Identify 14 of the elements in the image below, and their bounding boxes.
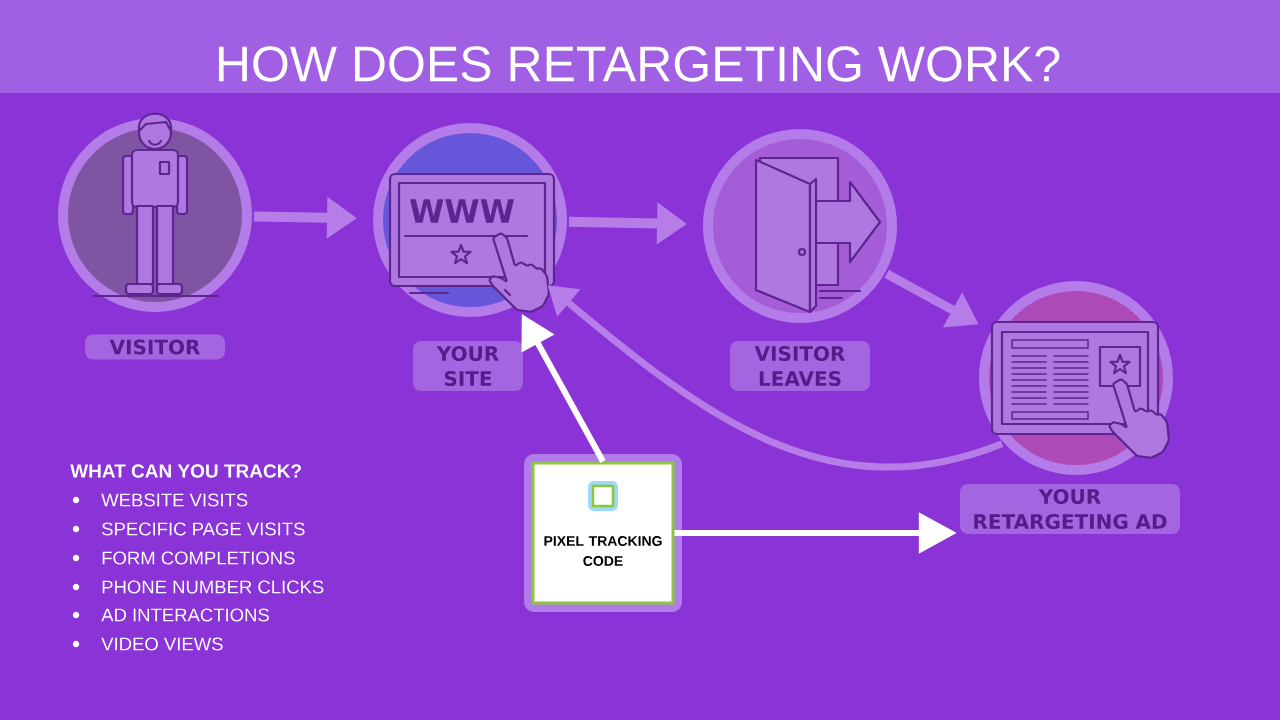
step-label: YOUR SITE [413, 340, 523, 392]
tracking-box: PIXEL TRACKING CODE [524, 454, 682, 612]
list-item: SPECIFIC PAGE VISITS [102, 522, 305, 536]
list-heading: WHAT CAN YOU TRACK? [70, 464, 301, 478]
list-item: VIDEO VIEWS [101, 637, 223, 651]
step-label: VISITOR LEAVES [730, 340, 870, 392]
list-item: PHONE NUMBER CLICKS [102, 580, 324, 594]
title: HOW DOES RETARGETING WORK? [218, 46, 1060, 82]
step-label: VISITOR [85, 334, 225, 360]
list-item: FORM COMPLETIONS [102, 551, 295, 565]
list-item: WEBSITE VISITS [101, 493, 248, 507]
list-item: AD INTERACTIONS [101, 608, 269, 622]
step-label: YOUR RETARGETING AD [960, 483, 1180, 535]
www-text: WWW [410, 199, 514, 223]
